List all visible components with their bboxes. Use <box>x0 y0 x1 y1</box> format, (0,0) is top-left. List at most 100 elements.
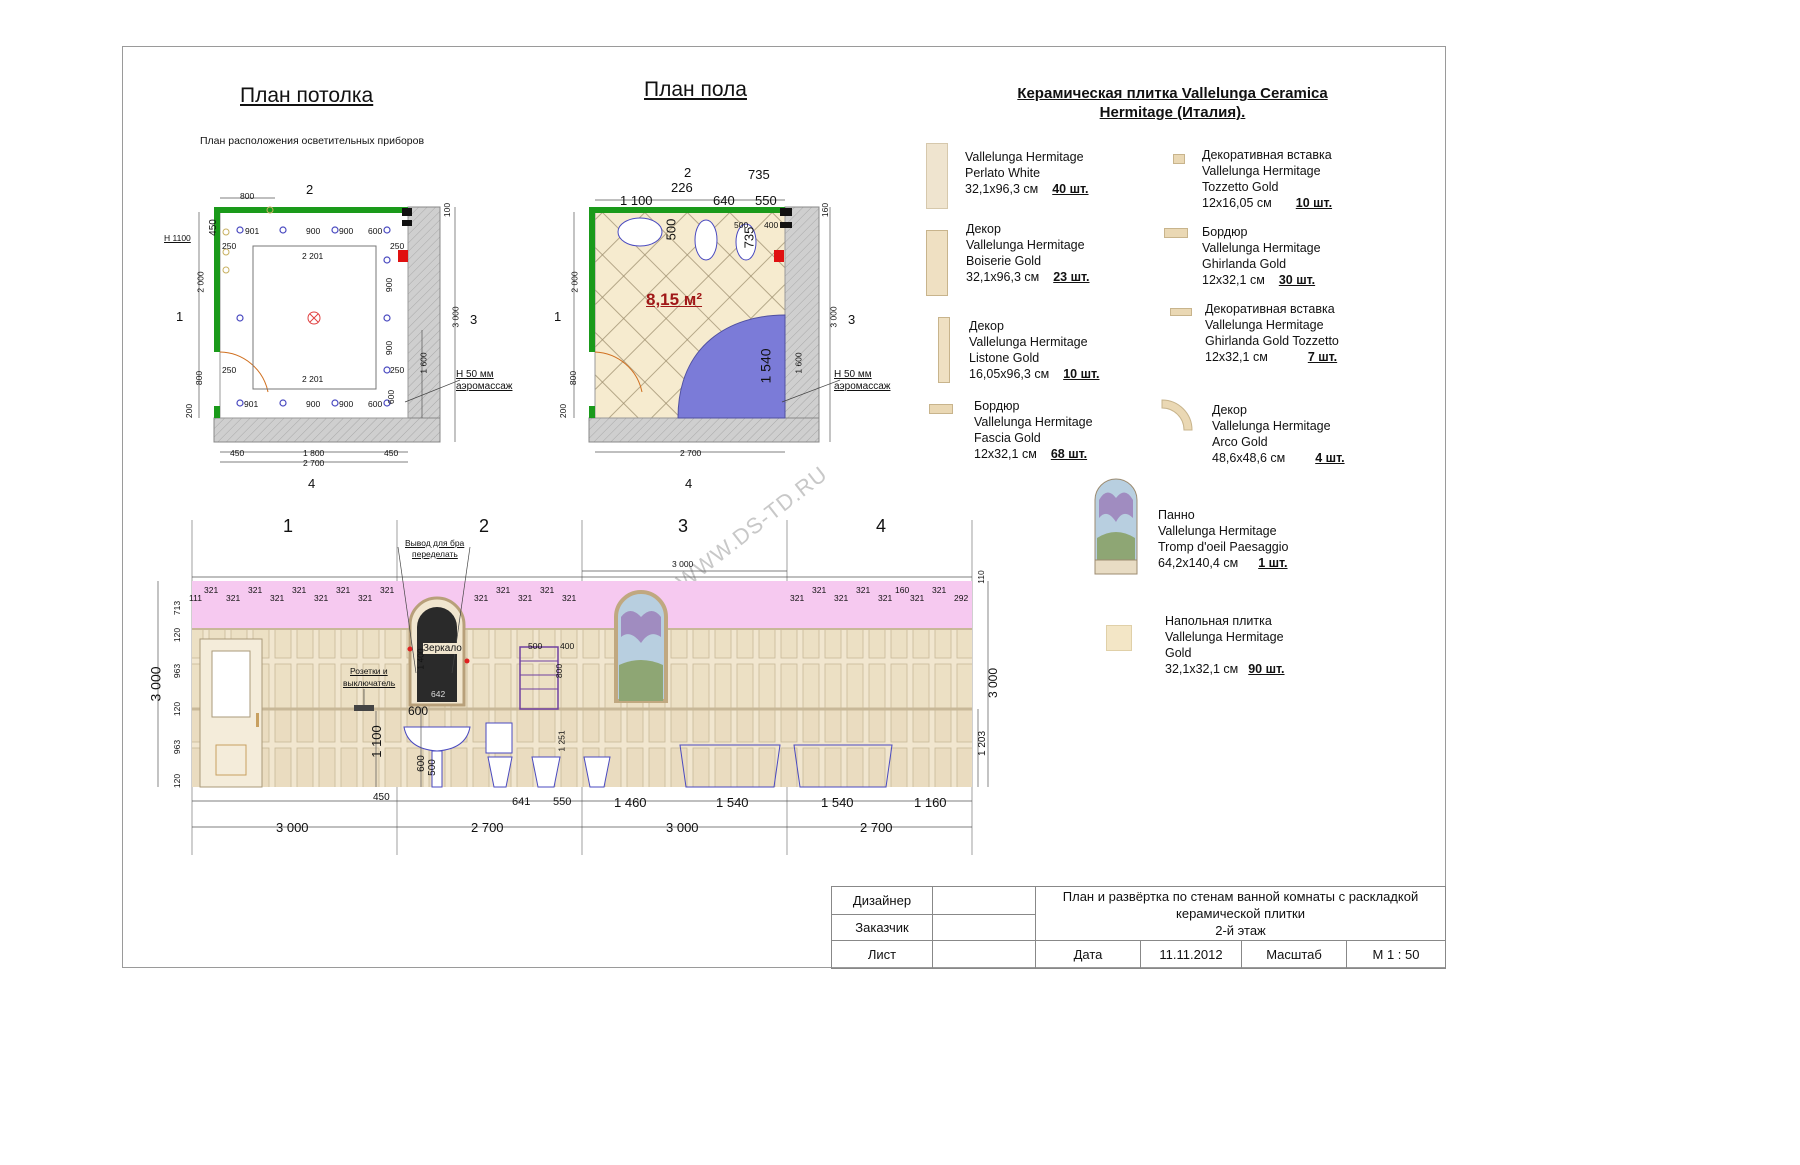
item-10-line-3: Gold <box>1165 646 1192 660</box>
elevation-bottom-641: 641 <box>512 796 531 808</box>
elevation-row-dim: 321 <box>292 585 307 595</box>
floor-dim-226: 226 <box>671 180 693 195</box>
item-10-line-1: Напольная плитка <box>1165 614 1272 628</box>
ceiling-wall-top <box>214 207 408 213</box>
ceiling-dim-100: 100 <box>442 202 453 218</box>
item-1-count: 40 шт. <box>1052 182 1089 196</box>
ceiling-dim-1600: 1 600 <box>418 352 429 374</box>
item-8-line-1: Декор <box>1212 403 1247 417</box>
ceiling-note-h50: H 50 мм <box>456 369 494 380</box>
item-2-line-3: Boiserie Gold <box>966 254 1042 268</box>
floor-bidet <box>735 223 757 261</box>
ceiling-h1100: H 1100 <box>164 233 191 243</box>
floor-black-mark-1 <box>780 208 792 216</box>
elevation-bottom-1160: 1 160 <box>914 795 947 810</box>
elevation-row-dim: 111 <box>189 593 202 603</box>
elevation-row-dim: 321 <box>932 585 947 595</box>
item-4-line-2: Vallelunga Hermitage <box>974 415 1093 429</box>
ceiling-red-mark <box>398 250 408 262</box>
elevation-row-dim: 321 <box>226 593 241 603</box>
elevation-row-dim: 321 <box>358 593 373 603</box>
ceiling-room <box>219 211 409 419</box>
elevation-dim-600a: 600 <box>408 704 429 718</box>
floor-bathtub <box>677 314 786 419</box>
item-10-line-2: Vallelunga Hermitage <box>1165 630 1284 644</box>
ceiling-door-arc <box>219 351 269 393</box>
drawing-frame <box>122 46 1446 968</box>
floor-dim-500a: 500 <box>663 218 679 241</box>
floor-dim-1540: 1 540 <box>757 348 774 384</box>
item-7-line-1: Декоративная вставка <box>1205 302 1335 316</box>
note-sconce-1: Вывод для бра <box>405 538 465 548</box>
stamp-scale: М 1 : 50 <box>1346 940 1446 969</box>
floor-dim-500b: 500 <box>734 220 749 230</box>
ceiling-dim-900b: 900 <box>339 226 354 236</box>
ceiling-wall-left-lower <box>214 406 220 418</box>
item-7-count: 7 шт. <box>1307 350 1338 364</box>
floor-area: 8,15 м² <box>646 290 703 309</box>
ceiling-wall-left-upper <box>214 207 220 352</box>
floor-dim-735b: 735 <box>741 226 757 249</box>
elevation-wall-2: 2 <box>479 516 490 536</box>
item-8-line-3: Arco Gold <box>1212 435 1268 449</box>
catalog-item-2: Декор Vallelunga Hermitage Boiserie Gold… <box>966 221 1090 285</box>
floor-wall-top <box>589 207 785 213</box>
floor-dim-2000: 2 000 <box>569 271 580 293</box>
stamp-client-value <box>932 914 1036 941</box>
ceiling-note-aero: аэромассаж <box>456 381 513 392</box>
elevation-dim-400: 400 <box>560 641 575 651</box>
floor-dim-400: 400 <box>764 220 779 230</box>
elevation-wall-1: 1 <box>283 516 294 536</box>
elevation-dim-500b: 500 <box>426 759 438 776</box>
ceiling-dim-450b: 450 <box>230 448 245 458</box>
elevation-row-dim: 321 <box>474 593 489 603</box>
catalog-title-line-1: Керамическая плитка Vallelunga Ceramica <box>1017 85 1328 102</box>
ceiling-dim-800b: 800 <box>194 370 205 386</box>
elevation-total-4: 2 700 <box>860 820 893 835</box>
title-block: Дизайнер План и развёртка по стенам ванн… <box>831 886 1446 969</box>
elevation-total-1: 3 000 <box>276 820 309 835</box>
ceiling-dim-250a: 250 <box>222 241 237 251</box>
elevation-row-dim: 321 <box>518 593 533 603</box>
item-3-line-1: Декор <box>969 319 1004 333</box>
item-5-size: 12х16,05 см <box>1202 196 1272 210</box>
note-sconce-2: переделать <box>412 549 458 559</box>
elevation-bidet-2 <box>583 756 611 788</box>
elevation-drawing <box>157 520 989 855</box>
stamp-title: План и развёртка по стенам ванной комнат… <box>1035 886 1446 941</box>
floor-wall-label-3: 3 <box>848 312 856 327</box>
item-2-line-1: Декор <box>966 222 1001 236</box>
item-1-line-1: Vallelunga Hermitage <box>965 150 1084 164</box>
item-3-size: 16,05х96,3 см <box>969 367 1050 381</box>
catalog-item-5: Декоративная вставка Vallelunga Hermitag… <box>1202 147 1332 211</box>
swatch-fascia-gold <box>929 404 953 414</box>
elevation-bottom-1540a: 1 540 <box>716 795 749 810</box>
ceiling-dim-900c: 900 <box>384 277 395 293</box>
elevation-lower-tiles <box>192 709 972 787</box>
item-7-line-2: Vallelunga Hermitage <box>1205 318 1324 332</box>
elevation-row-dim: 321 <box>270 593 285 603</box>
ceiling-dim-2201a: 2 201 <box>302 251 324 261</box>
ceiling-dim-250c: 250 <box>222 365 237 375</box>
item-9-line-2: Vallelunga Hermitage <box>1158 524 1277 538</box>
catalog-item-6: Бордюр Vallelunga Hermitage Ghirlanda Go… <box>1202 224 1321 288</box>
catalog-item-4: Бордюр Vallelunga Hermitage Fascia Gold … <box>974 398 1093 462</box>
elevation-left-120a: 120 <box>172 627 183 643</box>
item-6-line-1: Бордюр <box>1202 225 1248 239</box>
item-8-size: 48,6х48,6 см <box>1212 451 1286 465</box>
elevation-left-120b: 120 <box>172 701 183 717</box>
ceiling-dim-2000: 2 000 <box>195 271 206 293</box>
ceiling-inner-frame <box>252 245 377 390</box>
item-2-size: 32,1х96,3 см <box>966 270 1040 284</box>
swatch-arco-gold <box>1161 399 1193 431</box>
item-3-line-2: Vallelunga Hermitage <box>969 335 1088 349</box>
swatch-panno-paesaggio <box>1094 478 1138 575</box>
stamp-title-3: 2-й этаж <box>1215 923 1266 938</box>
elevation-row-dim: 321 <box>336 585 351 595</box>
item-9-size: 64,2х140,4 см <box>1158 556 1239 570</box>
item-4-count: 68 шт. <box>1050 447 1088 461</box>
swatch-tozzetto-gold <box>1173 154 1185 164</box>
catalog-item-3: Декор Vallelunga Hermitage Listone Gold … <box>969 318 1099 382</box>
elevation-left-963a: 963 <box>172 663 183 679</box>
elevation-row-dim: 321 <box>540 585 555 595</box>
